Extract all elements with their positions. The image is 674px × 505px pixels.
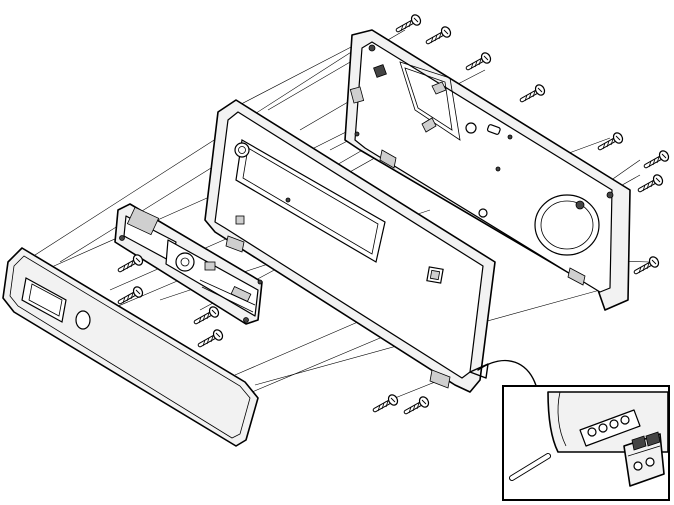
detail-inset bbox=[502, 385, 670, 501]
screw bbox=[200, 328, 224, 346]
screw bbox=[646, 149, 670, 167]
rear-mounting-frame bbox=[344, 29, 631, 311]
front-trim-strip bbox=[2, 247, 259, 447]
screw bbox=[640, 173, 664, 191]
screw bbox=[468, 51, 492, 69]
screw bbox=[406, 395, 430, 413]
screw bbox=[428, 25, 452, 43]
screw bbox=[636, 255, 660, 273]
screw bbox=[120, 253, 144, 271]
screw bbox=[196, 305, 220, 323]
middle-panel-housing bbox=[204, 99, 496, 393]
switch-bracket bbox=[114, 203, 263, 325]
screw bbox=[398, 13, 422, 31]
screw bbox=[522, 83, 546, 101]
detail-pointer-arrow bbox=[469, 360, 539, 393]
screw bbox=[375, 393, 399, 411]
